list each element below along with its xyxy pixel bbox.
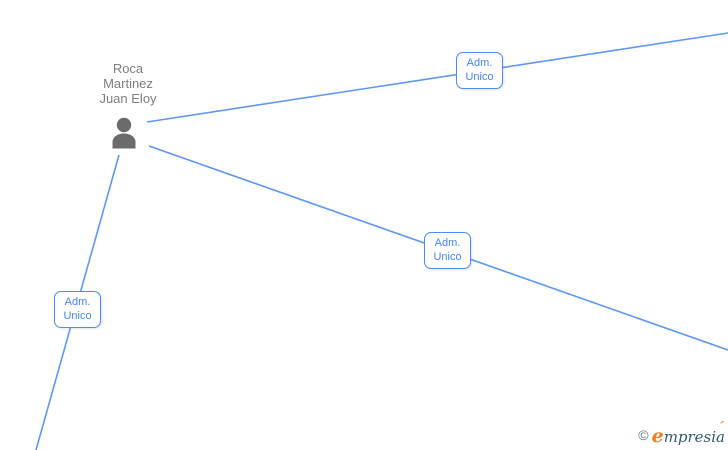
edge-label-badge-middle[interactable]: Adm. Unico — [424, 232, 471, 269]
edge-label-badge-top[interactable]: Adm. Unico — [456, 52, 503, 89]
brand-wordmark: empresia´ — [651, 420, 725, 447]
brand-rest: mpresia — [663, 428, 725, 446]
edge-label-badge-left[interactable]: Adm. Unico — [54, 291, 101, 328]
brand-first-letter: e — [651, 425, 664, 447]
person-icon[interactable] — [110, 117, 138, 150]
person-node-label[interactable]: Roca Martinez Juan Eloy — [99, 61, 157, 106]
edge-line-top-right — [146, 32, 728, 123]
brand-accent-mark: ´ — [717, 420, 724, 436]
empresia-logo[interactable]: ©empresia´ — [638, 420, 725, 447]
copyright-icon: © — [638, 427, 649, 443]
